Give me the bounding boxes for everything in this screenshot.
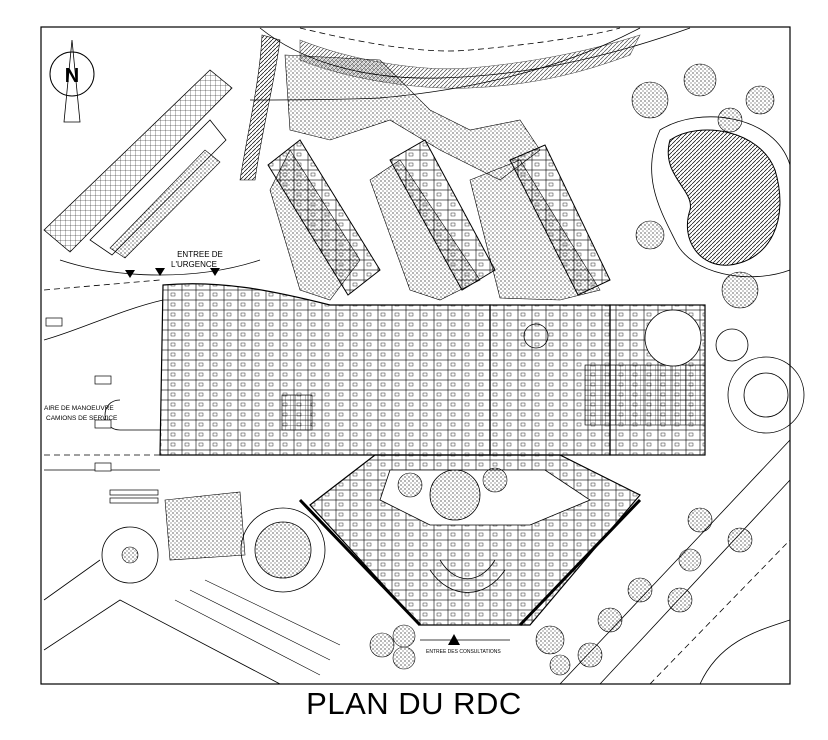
service-area-label-1: AIRE DE MANOEUVRE: [44, 405, 114, 412]
courtyard-block: [309, 454, 641, 626]
north-arrow-icon: N: [49, 39, 95, 123]
emergency-entrance-label-2: L'URGENCE: [171, 260, 217, 269]
parking-top-left: [43, 69, 261, 276]
approach-wall-left: [298, 498, 422, 627]
plan-title: PLAN DU RDC: [306, 686, 522, 721]
curved-wall-band: [239, 34, 281, 181]
consultation-entrance-label: ENTREE DES CONSULTATIONS: [426, 649, 501, 655]
emergency-entrance-arrows: [125, 268, 220, 278]
trees-right: [535, 63, 775, 676]
drawing-border: [40, 26, 791, 685]
emergency-entrance-label-1: ENTREE DE: [177, 250, 223, 259]
left-roads: [43, 279, 281, 685]
building-wings: [267, 139, 611, 296]
consultation-entrance-marker: [420, 634, 510, 645]
left-parked-vehicles: [45, 317, 159, 504]
right-roads: [559, 328, 805, 685]
service-area-label-2: CAMIONS DE SERVICE: [46, 415, 118, 422]
approach-wall-right: [518, 498, 642, 627]
north-letter: N: [65, 65, 79, 87]
pond: [651, 116, 791, 278]
landscape-bottom-left: [101, 491, 416, 676]
main-building: [159, 283, 706, 456]
